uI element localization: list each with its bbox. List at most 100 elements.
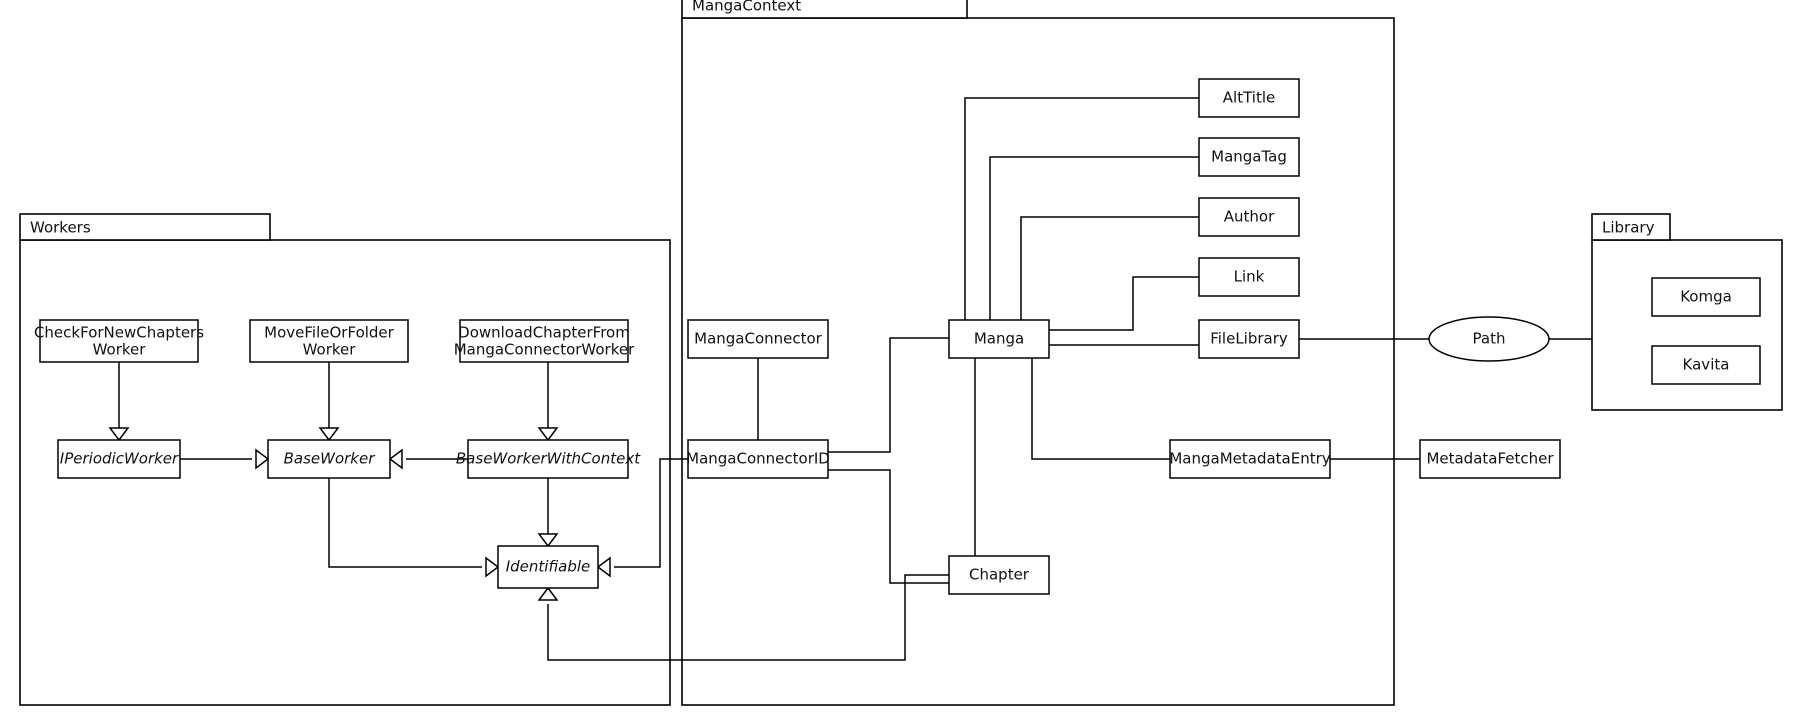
class-box-author[interactable]: [1198, 197, 1300, 237]
class-box-downloadchapter[interactable]: [459, 319, 629, 363]
class-box-movefileorfolder[interactable]: [249, 319, 409, 363]
class-node-mangatag[interactable]: MangaTag: [1198, 137, 1300, 177]
class-label-alttitle: AltTitle: [1223, 89, 1275, 107]
e-baseworkerwithctx-baseworker-arrowhead-icon: [388, 448, 403, 470]
class-node-alttitle[interactable]: AltTitle: [1198, 78, 1300, 118]
e-manga-mangatag-line: [989, 156, 1199, 320]
package-label-library: Library: [1602, 219, 1655, 237]
e-manga-author: [1020, 216, 1199, 320]
e-manga-mangametadataentry-line: [1031, 358, 1170, 460]
class-node-baseworkerwithctx[interactable]: BaseWorkerWithContext: [456, 439, 641, 479]
e-mangaconnectorid-identifiable-arrowhead-icon: [596, 556, 611, 578]
class-label-kavita: Kavita: [1683, 356, 1730, 374]
e-mangaconnectorid-chapter: [828, 469, 949, 584]
class-box-alttitle[interactable]: [1198, 78, 1300, 118]
class-label-link: Link: [1234, 268, 1265, 286]
class-box-baseworker[interactable]: [267, 439, 391, 479]
e-baseworker-identifiable-arrowhead-icon: [485, 556, 500, 578]
class-box-mangaconnectorid[interactable]: [687, 439, 829, 479]
e-manga-author-line: [1020, 216, 1199, 320]
class-label-mangaconnector: MangaConnector: [694, 330, 823, 348]
ellipse-node-path[interactable]: Path: [1428, 316, 1550, 362]
e-manga-mangametadataentry: [1031, 358, 1170, 460]
class-box-link[interactable]: [1198, 257, 1300, 297]
class-label-mangametadataentry: MangaMetadataEntry: [1169, 450, 1330, 468]
class-label-line: CheckForNewChapters: [34, 323, 204, 341]
e-manga-alttitle-line: [964, 97, 1199, 320]
class-label-metadatafetcher: MetadataFetcher: [1426, 450, 1554, 468]
class-label-author: Author: [1224, 208, 1275, 226]
class-node-kavita[interactable]: Kavita: [1651, 345, 1761, 385]
package-label-workers: Workers: [30, 219, 91, 237]
e-chapter-identifiable-arrowhead-icon: [537, 586, 559, 601]
class-node-mangaconnectorid[interactable]: MangaConnectorID: [686, 439, 830, 479]
class-label-line: MoveFileOrFolder: [264, 323, 394, 341]
ellipse-shape-path[interactable]: [1428, 316, 1550, 362]
class-label-iperiodicworker: IPeriodicWorker: [60, 450, 179, 468]
class-label-line: MangaConnectorWorker: [454, 340, 635, 358]
e-baseworkerwithctx-identifiable: [537, 478, 559, 548]
e-downloadchapter-baseworkerwithctx: [537, 362, 559, 442]
class-box-metadatafetcher[interactable]: [1419, 439, 1561, 479]
class-box-kavita[interactable]: [1651, 345, 1761, 385]
class-node-author[interactable]: Author: [1198, 197, 1300, 237]
class-box-manga[interactable]: [948, 319, 1050, 359]
e-checkfornewchapters-iperiodicworker: [108, 362, 130, 442]
e-iperiodicworker-baseworker: [180, 448, 270, 470]
class-label-baseworkerwithctx: BaseWorkerWithContext: [456, 450, 641, 468]
class-box-mangaconnector[interactable]: [687, 319, 829, 359]
ellipse-label-path: Path: [1473, 330, 1506, 348]
class-node-baseworker[interactable]: BaseWorker: [267, 439, 391, 479]
class-box-checkfornewchapters[interactable]: [39, 319, 199, 363]
e-manga-link: [1049, 276, 1199, 331]
class-label-identifiable: Identifiable: [506, 558, 591, 576]
class-box-mangatag[interactable]: [1198, 137, 1300, 177]
e-manga-link-line: [1049, 276, 1199, 331]
class-node-link[interactable]: Link: [1198, 257, 1300, 297]
class-box-iperiodicworker[interactable]: [57, 439, 181, 479]
e-manga-mangatag: [989, 156, 1199, 320]
e-baseworker-identifiable-line: [328, 478, 482, 568]
class-node-identifiable[interactable]: Identifiable: [497, 545, 599, 589]
class-box-mangametadataentry[interactable]: [1169, 439, 1331, 479]
class-box-identifiable[interactable]: [497, 545, 599, 589]
class-box-komga[interactable]: [1651, 277, 1761, 317]
e-chapter-identifiable-line: [547, 574, 949, 661]
class-node-manga[interactable]: Manga: [948, 319, 1050, 359]
class-label-line: Worker: [303, 340, 357, 358]
class-label-manga: Manga: [974, 330, 1024, 348]
class-node-komga[interactable]: Komga: [1651, 277, 1761, 317]
package-label-mangacontext: MangaContext: [692, 0, 801, 15]
e-iperiodicworker-baseworker-arrowhead-icon: [255, 448, 270, 470]
e-mangaconnectorid-identifiable-line: [614, 458, 688, 568]
package-tab-workers: [19, 213, 271, 241]
e-chapter-identifiable: [537, 574, 949, 661]
e-mangaconnectorid-identifiable: [596, 458, 688, 578]
e-checkfornewchapters-iperiodicworker-arrowhead-icon: [108, 427, 130, 442]
package-tab-library: [1591, 213, 1671, 241]
class-box-filelibrary[interactable]: [1198, 319, 1300, 359]
ellipses-layer: Path: [1428, 316, 1550, 362]
class-label-line: Worker: [93, 340, 147, 358]
e-movefileorfolder-baseworker-arrowhead-icon: [318, 427, 340, 442]
class-label-komga: Komga: [1680, 288, 1732, 306]
class-node-filelibrary[interactable]: FileLibrary: [1198, 319, 1300, 359]
package-body-mangacontext: [681, 17, 1395, 706]
e-movefileorfolder-baseworker: [318, 362, 340, 442]
e-baseworker-identifiable: [328, 478, 500, 578]
class-box-baseworkerwithctx[interactable]: [467, 439, 629, 479]
e-downloadchapter-baseworkerwithctx-arrowhead-icon: [537, 427, 559, 442]
class-node-mangaconnector[interactable]: MangaConnector: [687, 319, 829, 359]
e-mangaconnectorid-manga-line: [828, 337, 949, 453]
class-box-chapter[interactable]: [948, 555, 1050, 595]
class-node-chapter[interactable]: Chapter: [948, 555, 1050, 595]
class-node-mangametadataentry[interactable]: MangaMetadataEntry: [1169, 439, 1331, 479]
class-node-iperiodicworker[interactable]: IPeriodicWorker: [57, 439, 181, 479]
class-node-metadatafetcher[interactable]: MetadataFetcher: [1419, 439, 1561, 479]
